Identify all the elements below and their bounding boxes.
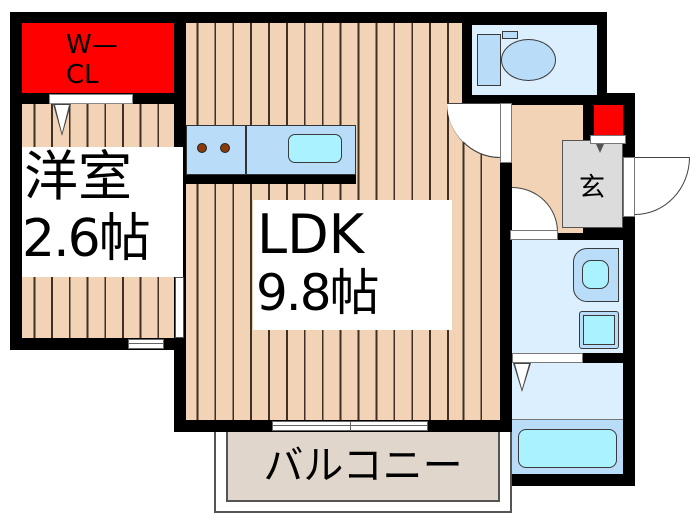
western-room-label-box	[22, 147, 183, 277]
wash-basin-bowl	[582, 260, 609, 289]
western-room-label: 洋室	[24, 145, 132, 208]
shoe-box-indicator-icon	[596, 144, 604, 153]
toilet-lid-icon	[502, 31, 518, 39]
bathroom-door[interactable]	[512, 353, 583, 363]
counter-divider	[245, 125, 247, 175]
walk-in-closet	[22, 23, 174, 93]
closet-door-indicator-icon	[53, 104, 71, 136]
ldk-door-jamb	[500, 103, 512, 163]
entry-door-jamb	[623, 157, 635, 217]
toilet-tank-icon	[477, 34, 501, 86]
toilet-icon	[501, 39, 556, 81]
balcony	[226, 432, 500, 502]
shoe-box	[594, 105, 623, 135]
closet-door[interactable]	[49, 94, 133, 104]
entrance-label: 玄	[579, 173, 606, 203]
kitchen-counter-base	[186, 175, 356, 184]
western-room-window-icon	[128, 339, 164, 349]
washing-machine-drum	[583, 315, 615, 345]
shoe-box-door[interactable]	[590, 135, 626, 144]
entry-door-swing-icon[interactable]	[635, 157, 690, 215]
entrance	[562, 140, 623, 228]
western-room-size: 2.6帖	[22, 209, 151, 269]
bathtub-icon	[518, 429, 617, 468]
ldk-label-box	[253, 200, 452, 330]
walk-in-closet-label-1: W—	[66, 30, 118, 60]
bathroom-door-indicator-icon	[513, 363, 531, 392]
sink-icon	[288, 134, 342, 163]
window-line	[128, 343, 164, 344]
washroom-door-jamb	[510, 230, 558, 240]
ldk-size: 9.8帖	[256, 264, 380, 322]
ldk-label: LDK	[257, 203, 365, 266]
walk-in-closet-label-2: CL	[66, 60, 99, 90]
window-mullion	[350, 421, 351, 431]
balcony-label: バルコニー	[263, 443, 463, 489]
stove-burner-icon	[197, 143, 207, 153]
western-room-sliding-door[interactable]	[175, 277, 184, 338]
stove-burner-icon	[220, 143, 230, 153]
